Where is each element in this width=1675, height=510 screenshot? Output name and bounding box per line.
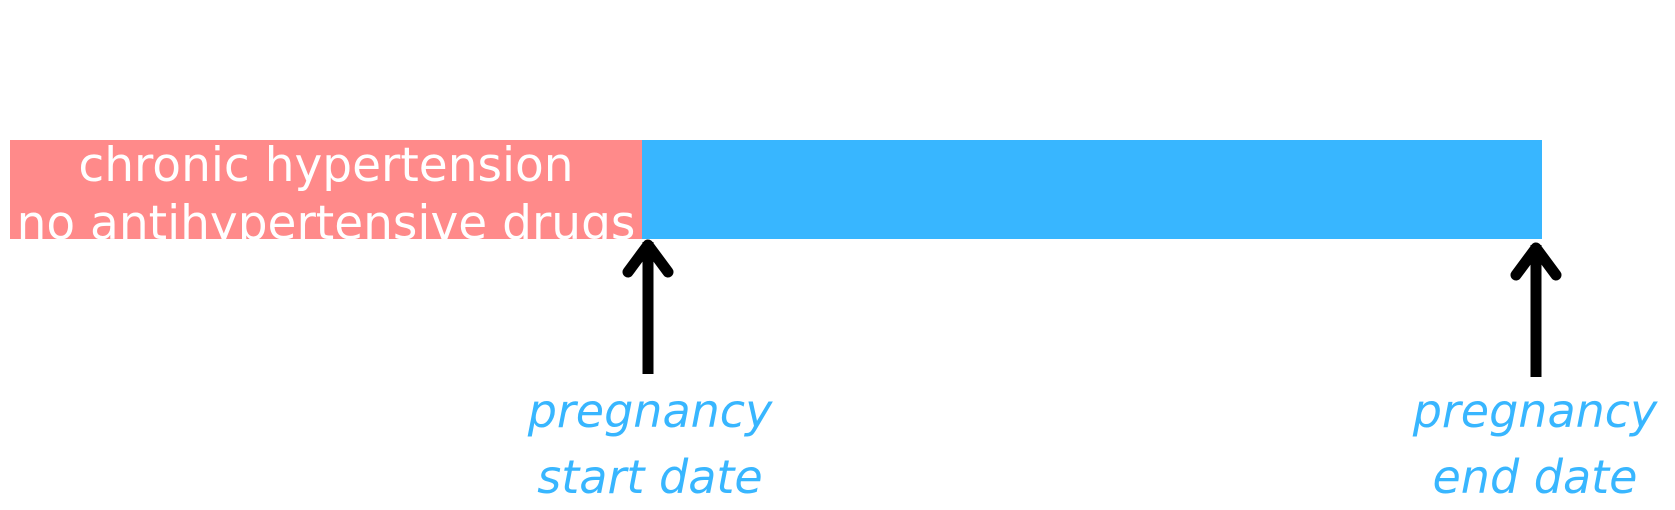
pregnancy-start-date-label: pregnancy start date (500, 378, 800, 510)
start-label-line1: pregnancy (527, 384, 773, 438)
pre-pregnancy-segment: chronic hypertension no antihypertensive… (10, 140, 642, 239)
pregnancy-segment (642, 140, 1542, 239)
end-arrow-icon (1510, 242, 1562, 377)
start-arrow-icon (622, 239, 674, 374)
end-label-line2: end date (1432, 450, 1638, 504)
pre-pregnancy-label-line1: chronic hypertension (78, 140, 574, 193)
pregnancy-end-date-label: pregnancy end date (1385, 378, 1675, 510)
end-label-line1: pregnancy (1412, 384, 1658, 438)
pre-pregnancy-label-line2: no antihypertensive drugs (16, 196, 636, 239)
start-label-line2: start date (537, 450, 763, 504)
